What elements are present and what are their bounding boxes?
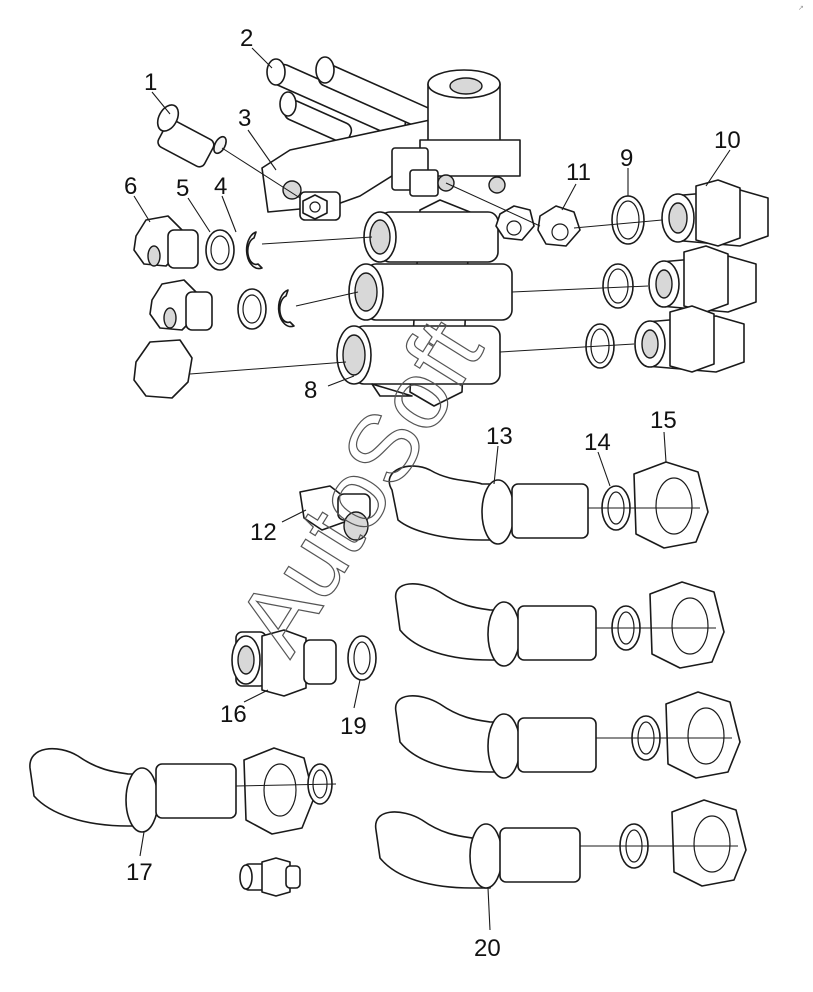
part-11-hex-nut: [537, 205, 581, 247]
valve-assembly: [133, 56, 769, 407]
callout-20: 20: [474, 935, 501, 962]
valve-body: [336, 199, 513, 407]
callout-labels: 1 2 3 4 5 6 8 9 10 11 12 13 14 15 16 17 …: [124, 25, 741, 962]
callout-9: 9: [620, 145, 633, 172]
part-6-plug: [133, 215, 199, 269]
callout-13: 13: [486, 423, 513, 450]
part-16-adapter: [231, 629, 337, 697]
callout-17: 17: [126, 859, 153, 886]
alignment-lines-upper: [189, 147, 663, 375]
callout-10: 10: [714, 127, 741, 154]
callout-1: 1: [144, 69, 157, 96]
callout-14: 14: [584, 429, 611, 456]
callout-6: 6: [124, 173, 137, 200]
part-17-hose: [29, 747, 337, 835]
part-9-o-rings: [585, 195, 645, 369]
callout-12: 12: [250, 519, 277, 546]
blind-cap: [133, 339, 193, 399]
part-4-snap-ring: [245, 231, 263, 270]
part-19-washer: [347, 635, 377, 681]
part-10-adapters: [634, 179, 769, 373]
leader-lines: [133, 47, 731, 931]
part-20-hose: [375, 799, 747, 889]
callout-3: 3: [238, 105, 251, 132]
second-row-fittings: [149, 279, 295, 331]
grease-nipple: [239, 857, 301, 897]
part-3-bracket: [261, 119, 463, 221]
hose-assembly-3: [394, 691, 741, 779]
callout-5: 5: [176, 175, 189, 202]
part-13-hose: [388, 461, 709, 549]
hex-nut-left: [495, 205, 535, 241]
corner-mark: ↗: [798, 5, 804, 12]
callout-11: 11: [566, 159, 591, 186]
callout-2: 2: [240, 25, 253, 52]
part-2-long-bolts: [266, 56, 433, 143]
callout-15: 15: [650, 407, 677, 434]
part-12-elbow-fitting: [299, 485, 371, 541]
callout-4: 4: [214, 173, 227, 200]
hose-assembly-2: [394, 581, 725, 669]
callout-8: 8: [304, 377, 317, 404]
valve-top-fitting: [391, 69, 521, 197]
callout-19: 19: [340, 713, 367, 740]
part-1-bolt: [156, 104, 227, 168]
callout-16: 16: [220, 701, 247, 728]
part-5-washer: [205, 229, 235, 271]
pipe-assembly: [29, 461, 747, 897]
